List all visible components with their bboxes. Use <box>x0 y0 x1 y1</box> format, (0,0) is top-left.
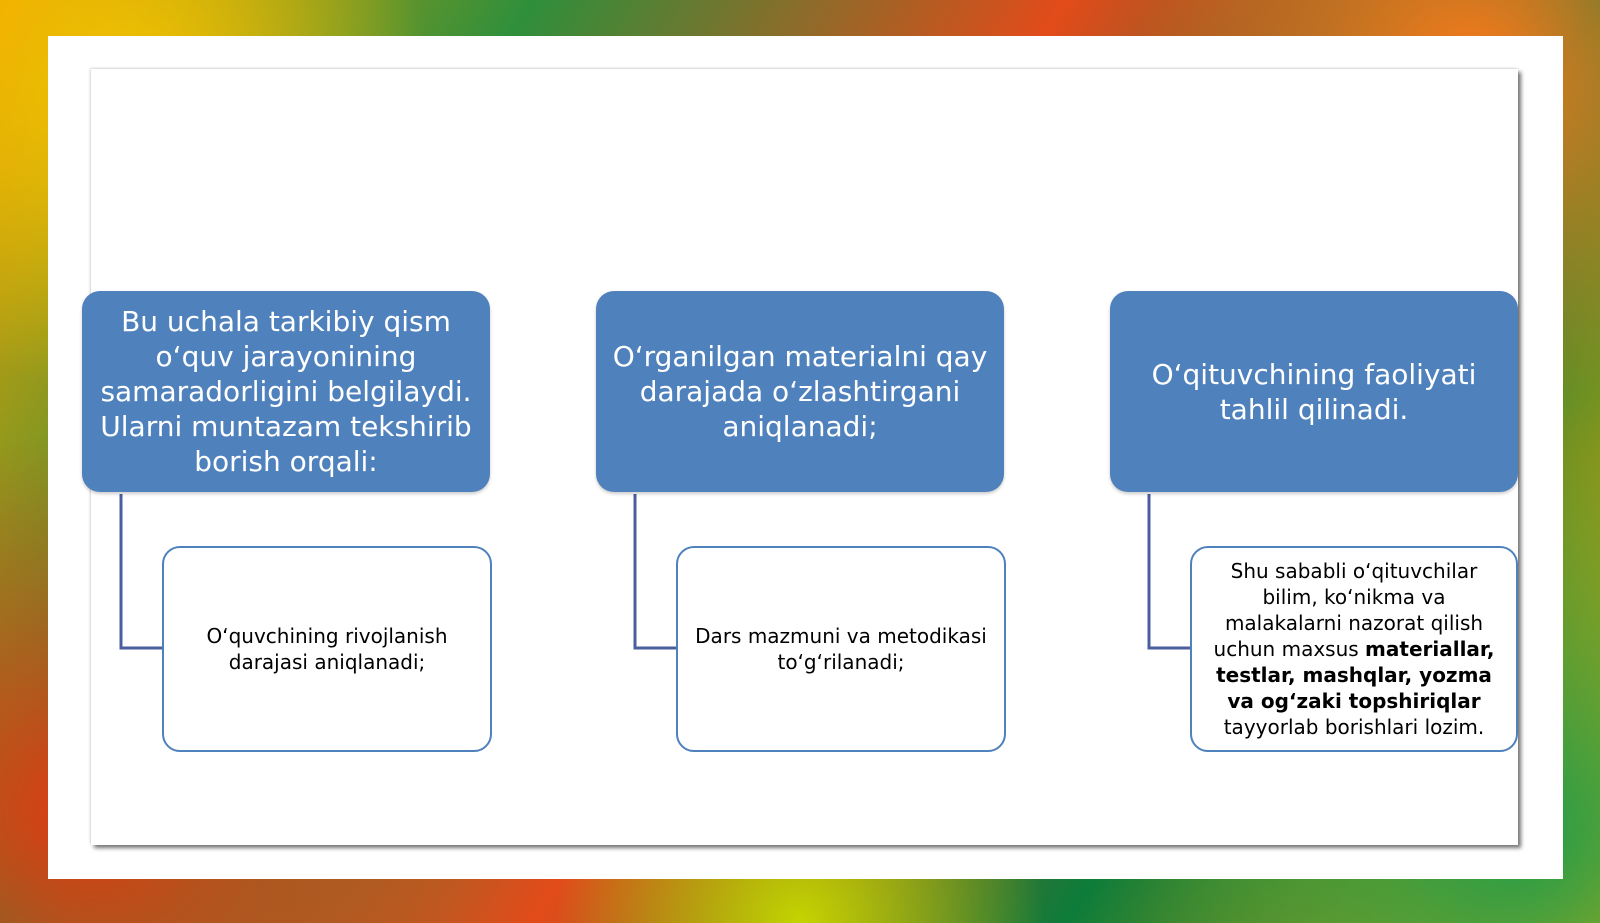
header-box-2: O‘rganilgan materialni qay darajada o‘zl… <box>596 291 1004 492</box>
detail-box-1: O‘quvchining rivojlanish darajasi aniqla… <box>162 546 492 752</box>
detail-box-3: Shu sababli o‘qituvchilar bilim, ko‘nikm… <box>1190 546 1518 752</box>
header-box-1: Bu uchala tarkibiy qism o‘quv jarayonini… <box>82 291 490 492</box>
detail-text-1: O‘quvchining rivojlanish darajasi aniqla… <box>206 624 448 674</box>
connector-3 <box>1147 494 1190 650</box>
detail-box-2: Dars mazmuni va metodikasi to‘g‘rilanadi… <box>676 546 1006 752</box>
header-text-3: O‘qituvchining faoliyati tahlil qilinadi… <box>1151 357 1477 426</box>
detail-text-3-bold: materiallar, testlar, mashqlar, yozma va… <box>1216 637 1495 713</box>
header-text-1: Bu uchala tarkibiy qism o‘quv jarayonini… <box>100 305 472 478</box>
detail-text-2: Dars mazmuni va metodikasi to‘g‘rilanadi… <box>695 624 987 674</box>
detail-text-3: Shu sababli o‘qituvchilar bilim, ko‘nikm… <box>1204 558 1504 740</box>
connector-1 <box>119 494 162 650</box>
detail-text-3-start: Shu sababli o‘qituvchilar bilim, ko‘nikm… <box>1213 559 1484 661</box>
connector-2 <box>633 494 676 650</box>
detail-text-3-end: tayyorlab borishlari lozim. <box>1223 715 1485 739</box>
header-box-3: O‘qituvchining faoliyati tahlil qilinadi… <box>1110 291 1518 492</box>
header-text-2: O‘rganilgan materialni qay darajada o‘zl… <box>612 340 988 443</box>
